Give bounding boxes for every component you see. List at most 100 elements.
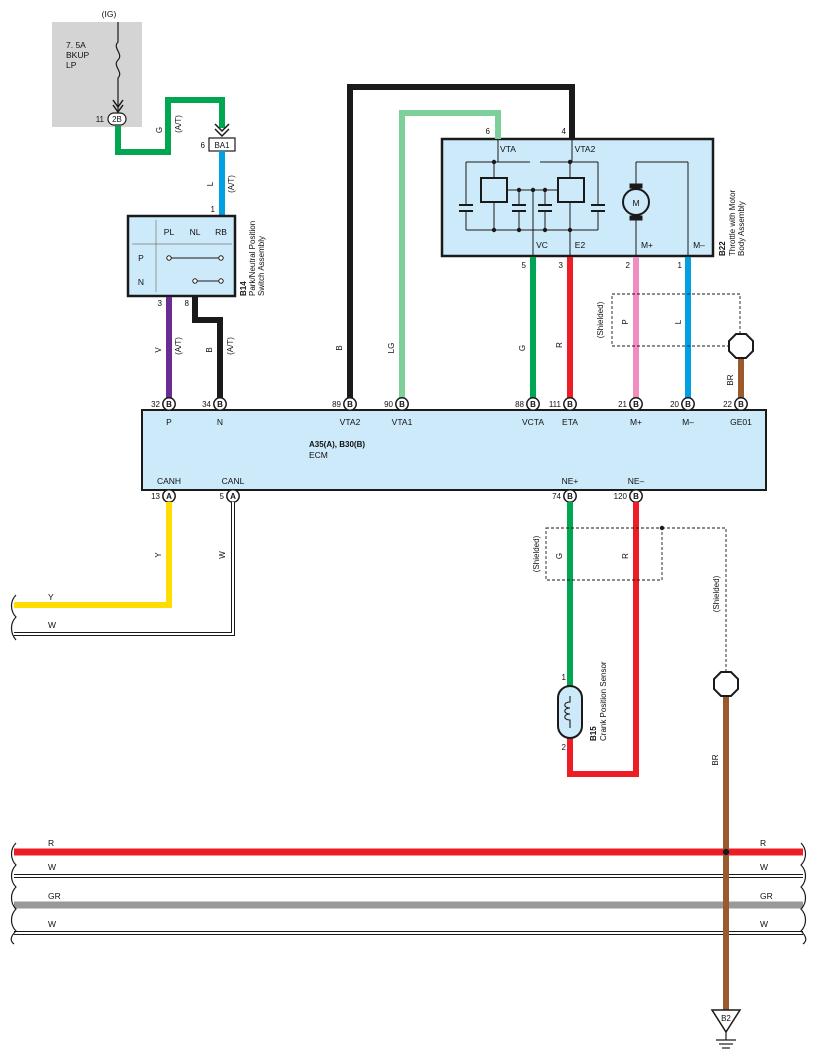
bus-splice [722,848,730,856]
wire-code-p: P [621,319,630,324]
wire-code-l-mminus: L [674,319,683,324]
wire-code-b-n-at: (A/T) [226,337,235,355]
fuse-name-line1: BKUP [66,50,89,60]
ecm-top-pin-label-5: ETA [562,417,578,427]
ecm-top-pin-conn-4: B [530,400,536,409]
throttle-label-mplus: M+ [641,240,653,250]
wire-code-br-2: BR [711,754,720,765]
throttle-pin-mplus: 2 [626,261,631,270]
ecm-top-pin-label-4: VCTA [522,417,544,427]
switch-col-rb: RB [215,227,227,237]
wire-b-n [192,297,223,398]
bus-label-y: Y [48,592,54,602]
ecm-bottom-pin-label-1: CANL [222,476,245,486]
shielded-label-1: (Shielded) [596,301,605,338]
ecm-top-pin-label-3: VTA1 [392,417,413,427]
throttle-pin-vta2: 4 [562,127,567,136]
wire-code-y: Y [154,552,163,558]
ecm-bottom-pin-number-0: 13 [151,492,160,501]
shield-wire-ne [662,527,727,676]
ecm-box [141,409,767,491]
throttle-pin-e2: 3 [559,261,564,270]
ecm-top-pin-label-2: VTA2 [340,417,361,427]
ba1-arrow-icon [214,123,230,138]
wire-code-b-n: B [205,347,214,352]
ecm-top-pin-number-3: 90 [384,400,393,409]
throttle-pin-mminus: 1 [678,261,683,270]
switch-pin-p: 3 [158,299,163,308]
ecm-bottom-pin-label-3: NE– [628,476,645,486]
fuse-supply: (IG) [102,9,117,19]
ecm-bottom-pin-label-0: CANH [157,476,181,486]
ecm-top-pin-label-1: N [217,417,223,427]
throttle-id: B22 [718,241,727,256]
fuse-rating: 7. 5A [66,40,86,50]
throttle-pin-vta: 6 [486,127,491,136]
crank-pin2: 2 [562,743,567,752]
bus-line-right-label-3: W [760,919,768,929]
switch-name-line2: Switch Assembly [257,236,266,296]
switch-b14 [126,214,237,298]
junction-label: BA1 [214,141,230,150]
wire-code-g-at: (A/T) [174,115,183,133]
ecm-top-pin-conn-5: B [567,400,573,409]
ecm-bottom-pin-number-3: 120 [614,492,628,501]
wire-code-b-vta2: B [335,345,344,350]
ground-b2-label: B2 [721,1014,731,1023]
ecm-top-pin-number-2: 89 [332,400,341,409]
shield-crank [545,527,663,581]
wire-g-fuse [115,97,225,155]
ecm-bottom-pin-number-2: 74 [552,492,561,501]
motor-label: M [632,198,639,208]
wire-code-br-1: BR [726,374,735,385]
wire-code-l: L [206,181,215,186]
ground-b2 [710,1009,742,1034]
wire-code-g-vcta: G [518,345,527,351]
wire-code-g: G [155,127,164,133]
switch-row-p: P [138,253,144,263]
bus-line-left-label-3: W [48,919,56,929]
junction-pin-out: 1 [211,205,216,214]
ecm-bottom-pin-conn-3: B [633,492,639,501]
throttle-label-vta2: VTA2 [575,144,596,154]
crank-id: B15 [589,726,598,741]
switch-col-pl: PL [164,227,175,237]
bus-break-right [800,842,807,945]
wire-code-r-eta: R [555,342,564,348]
throttle-name-line2: Body Assembly [737,201,746,256]
ecm-top-pin-conn-6: B [633,400,639,409]
wire-code-v-at: (A/T) [174,337,183,355]
crank-coil-icon [564,696,571,728]
ecm-top-pin-conn-3: B [399,400,405,409]
throttle-label-vc: VC [536,240,548,250]
shielded-label-2: (Shielded) [532,535,541,572]
ecm-top-pin-1 [213,397,227,411]
ecm-top-pin-5 [563,397,577,411]
throttle-label-vta: VTA [500,144,516,154]
ecm-bottom-pin-conn-0: A [166,492,172,501]
wire-code-v: V [154,347,163,353]
motor-icon [622,161,689,256]
bus-line-left-label-2: GR [48,891,61,901]
crank-sensor-b15 [557,685,583,739]
wire-code-w-canl: W [218,551,227,559]
ecm-top-pin-label-8: GE01 [730,417,752,427]
ecm-top-pin-label-6: M+ [630,417,642,427]
wire-code-g-ne: G [555,553,564,559]
ecm-top-pin-label-7: M– [682,417,694,427]
crank-pin1: 1 [562,673,567,682]
ecm-top-pin-number-0: 32 [151,400,160,409]
ecm-top-pin-number-8: 22 [723,400,732,409]
shield-ground-icon-2 [713,671,739,697]
ecm-top-pin-number-1: 34 [202,400,211,409]
bus-line-right-label-1: W [760,862,768,872]
crank-name: Crank Position Sensor [599,661,608,741]
fuse-name-line2: LP [66,60,77,70]
ecm-subtitle: ECM [309,450,328,460]
ecm-top-pin-conn-2: B [347,400,353,409]
switch-id: B14 [239,281,248,296]
wire-lg-vta1 [399,110,501,398]
switch-name-line1: Park/Neutral Position [248,221,257,296]
